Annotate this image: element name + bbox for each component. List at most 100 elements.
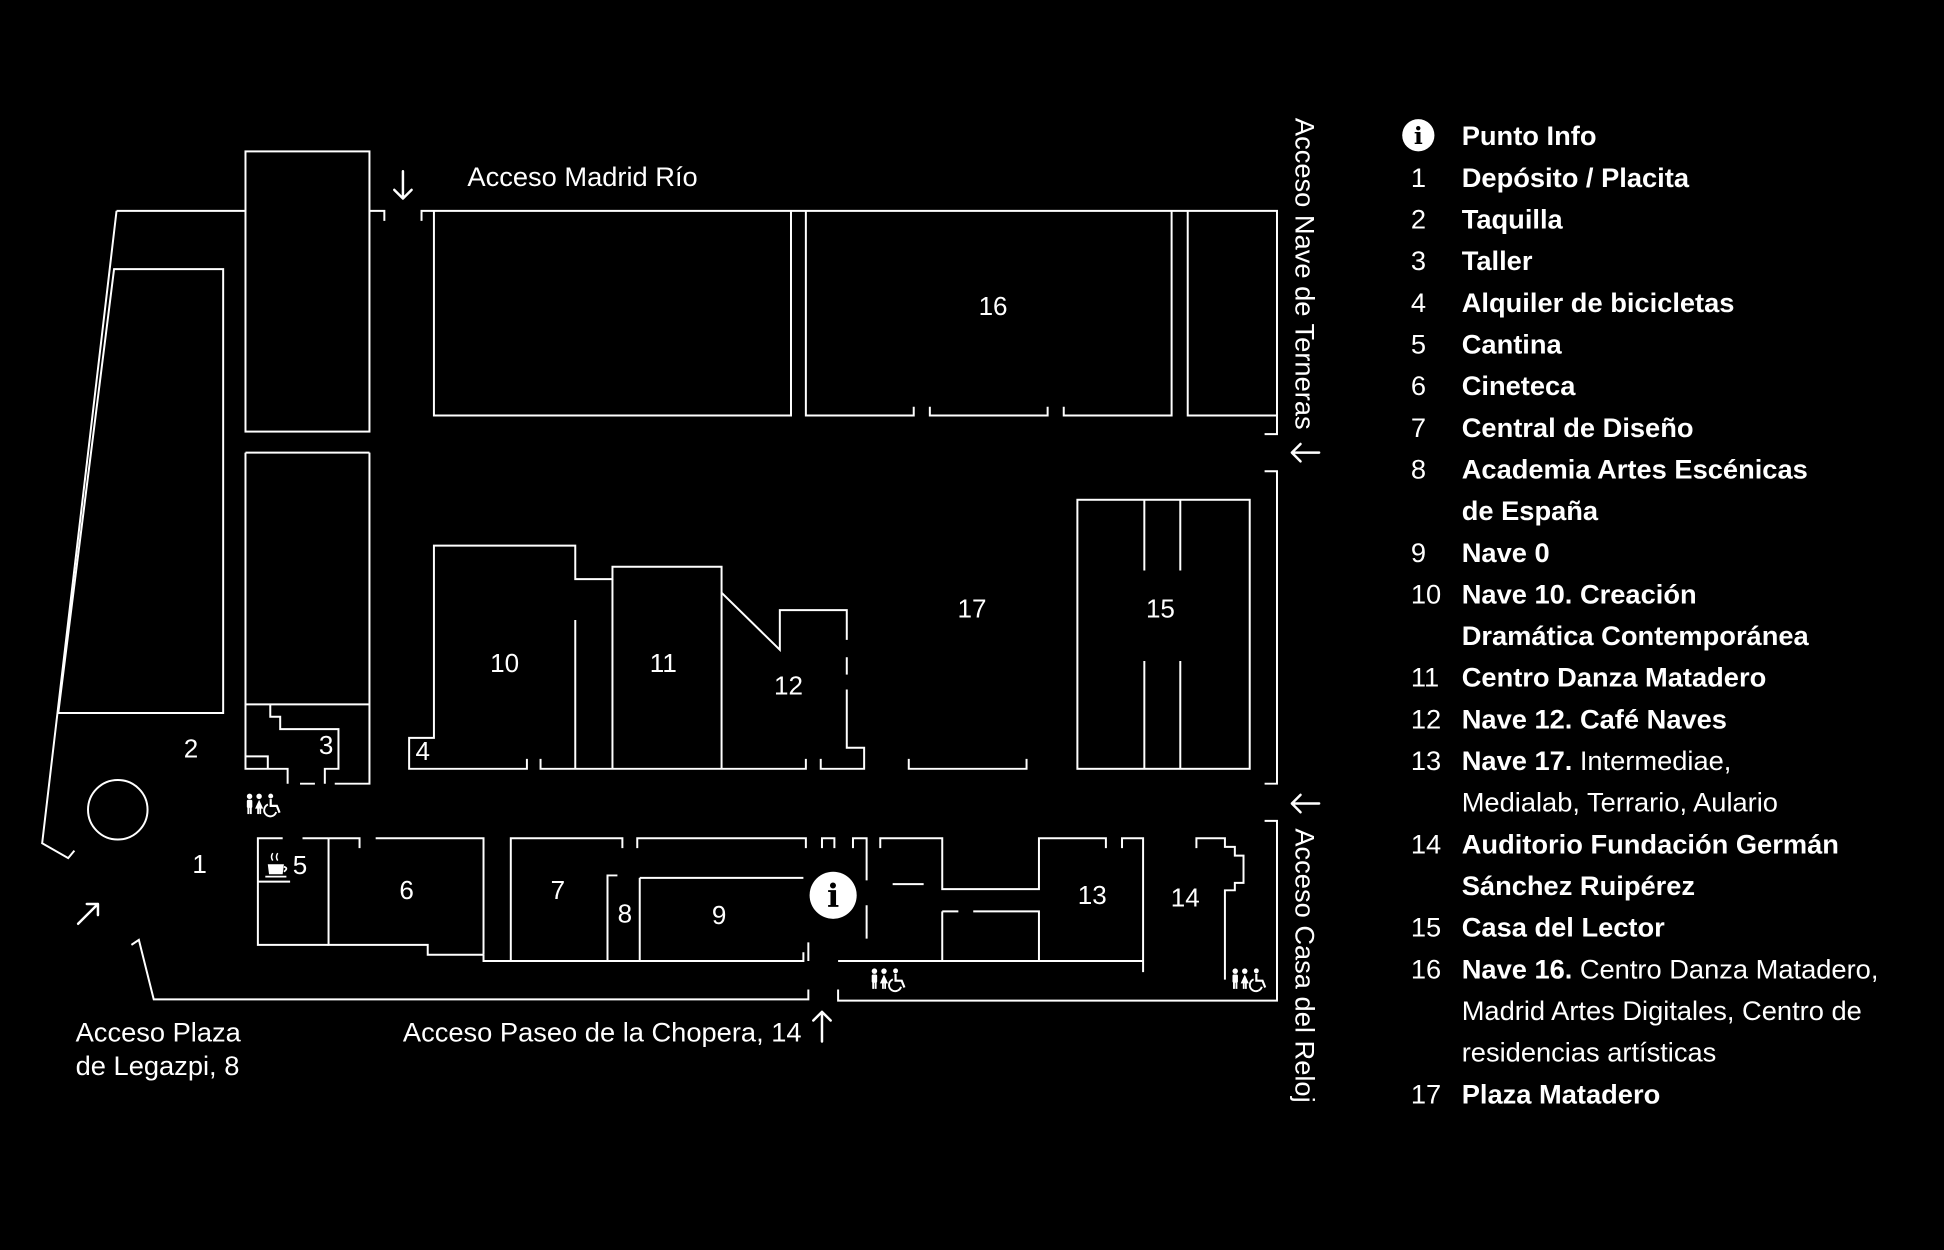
legend-item-label: Madrid Artes Digitales, Centro de <box>1462 995 1862 1026</box>
room-13-walls <box>838 837 1145 973</box>
legend-item-number: 13 <box>1411 745 1441 776</box>
room-label-7: 7 <box>551 875 565 905</box>
room-label-1: 1 <box>192 849 206 879</box>
legend-item-label-bold: Sánchez Ruipérez <box>1462 870 1695 901</box>
room-5-walls <box>256 837 329 946</box>
room-15-dividers <box>1143 499 1182 769</box>
legend-item-label: Centro Danza Matadero <box>1462 662 1767 693</box>
legend-item: 17 Plaza Matadero <box>1411 1078 1660 1109</box>
legend-item: 11 Centro Danza Matadero <box>1411 662 1766 693</box>
arrow-down-icon <box>393 169 413 200</box>
legend-item-number: 16 <box>1411 953 1441 984</box>
rooms-10-12-south <box>539 758 807 770</box>
legend-item-number: 4 <box>1411 287 1426 318</box>
room-labels: 1 2 3 4 5 6 7 8 9 10 11 12 13 14 15 16 1… <box>184 291 1200 930</box>
building-lower-left <box>244 451 371 785</box>
legend-item-label: Casa del Lector <box>1462 912 1665 943</box>
legend-item-label-bold: Alquiler de bicicletas <box>1462 287 1735 318</box>
legend-item-label: Central de Diseño <box>1462 412 1694 443</box>
access-casa-reloj-label: Acceso Casa del Reloj <box>1290 828 1321 1102</box>
legend-item-label: Cineteca <box>1462 370 1576 401</box>
legend-item-label-bold: Nave 10. Creación <box>1462 578 1697 609</box>
room-15-outline <box>1076 498 1251 770</box>
room-7-walls <box>482 837 805 962</box>
legend-item-number: 14 <box>1411 828 1441 859</box>
room-14-walls <box>1195 837 1245 980</box>
legend-item: 4 Alquiler de bicicletas <box>1411 287 1735 318</box>
legend-item-label: Nave 16.Centro Danza Matadero, <box>1462 953 1879 984</box>
legend-item-label-bold: Cineteca <box>1462 370 1576 401</box>
legend-item-label: Cantina <box>1462 328 1563 359</box>
room-label-9: 9 <box>712 900 726 930</box>
legend-item-number: 11 <box>1411 662 1439 693</box>
access-nave-terneras-label: Acceso Nave de Terneras <box>1290 118 1321 430</box>
legend-item-number: 1 <box>1411 162 1426 193</box>
room-8-9-walls <box>606 837 807 961</box>
legend-item: 12 Nave 12. Café Naves <box>1411 703 1727 734</box>
access-madrid-rio-label: Acceso Madrid Río <box>467 161 697 192</box>
legend-item-label: Nave 17.Intermediae, <box>1462 745 1732 776</box>
room-1-circle <box>87 778 149 841</box>
legend-info-icon-glyph: i <box>1414 122 1423 150</box>
legend-item-label: Plaza Matadero <box>1462 1078 1661 1109</box>
info-icon: i <box>809 871 857 919</box>
legend-item: 2 Taquilla <box>1411 204 1564 235</box>
legend-item-label-bold: Taquilla <box>1462 204 1564 235</box>
access-legazpi-label-line2: de Legazpi, 8 <box>76 1050 240 1081</box>
legend-item-label: de España <box>1462 495 1599 526</box>
room-label-16: 16 <box>979 291 1008 321</box>
site-boundary-gate-left <box>369 209 386 221</box>
room-label-3: 3 <box>319 730 333 760</box>
room-label-4: 4 <box>416 736 430 766</box>
legend-item-label-bold: Nave 16. <box>1462 953 1573 984</box>
arrow-up-right-icon <box>76 902 100 926</box>
legend-item: 16 Nave 16.Centro Danza Matadero, Madrid A… <box>1411 953 1879 1067</box>
legend-item-label-bold: de España <box>1462 495 1599 526</box>
room-6-walls <box>327 837 485 956</box>
room-label-5: 5 <box>293 850 307 880</box>
room-label-11: 11 <box>650 648 677 678</box>
legend-item-label: Nave 12. Café Naves <box>1462 703 1727 734</box>
legend-item-number: 2 <box>1411 204 1426 235</box>
room-label-2: 2 <box>184 734 198 764</box>
legend-item-number: 17 <box>1411 1078 1441 1109</box>
legend-item-label: Nave 0 <box>1462 537 1550 568</box>
room-label-8: 8 <box>618 899 632 929</box>
room-3-walls <box>245 703 370 785</box>
legend-info-label: Punto Info <box>1462 120 1597 151</box>
legend-item-number: 7 <box>1411 412 1426 443</box>
legend-item-number: 12 <box>1411 703 1441 734</box>
building-outlines <box>41 150 1278 1002</box>
arrow-up-icon <box>812 1010 832 1043</box>
legend-item-label-regular: residencias artísticas <box>1462 1037 1717 1068</box>
info-icon-glyph: i <box>827 876 839 914</box>
legend-item-label-bold: Centro Danza Matadero <box>1462 662 1767 693</box>
room-label-17: 17 <box>958 594 987 624</box>
room-label-12: 12 <box>774 670 803 700</box>
legend-item-label-regular: Madrid Artes Digitales, Centro de <box>1462 995 1862 1026</box>
legend-item-label-bold: Plaza Matadero <box>1462 1078 1661 1109</box>
legend-item-number: 6 <box>1411 370 1426 401</box>
access-chopera-label: Acceso Paseo de la Chopera, 14 <box>403 1017 802 1048</box>
rooms-10-12-outline <box>408 544 848 770</box>
legend-item-label-bold: Casa del Lector <box>1462 912 1665 943</box>
building-top-left <box>244 150 371 433</box>
arrow-left-icon <box>1290 793 1321 814</box>
legend-info-row: i Punto Info <box>1402 119 1597 152</box>
legend-item-label: Medialab, Terrario, Aulario <box>1462 787 1778 818</box>
site-boundary-top <box>420 209 1278 436</box>
nave-16-center <box>804 210 1173 417</box>
legend-item-label-regular: Medialab, Terrario, Aulario <box>1462 787 1778 818</box>
legend-item-label: Nave 10. Creación <box>1462 578 1697 609</box>
legend-item-label-bold: Dramática Contemporánea <box>1462 620 1810 651</box>
legend-item-label: Taquilla <box>1462 204 1564 235</box>
legend-item-label: Dramática Contemporánea <box>1462 620 1810 651</box>
rooms-10-12-dividers <box>574 579 723 769</box>
legend-item-label: Alquiler de bicicletas <box>1462 287 1735 318</box>
coffee-icon <box>265 852 288 878</box>
